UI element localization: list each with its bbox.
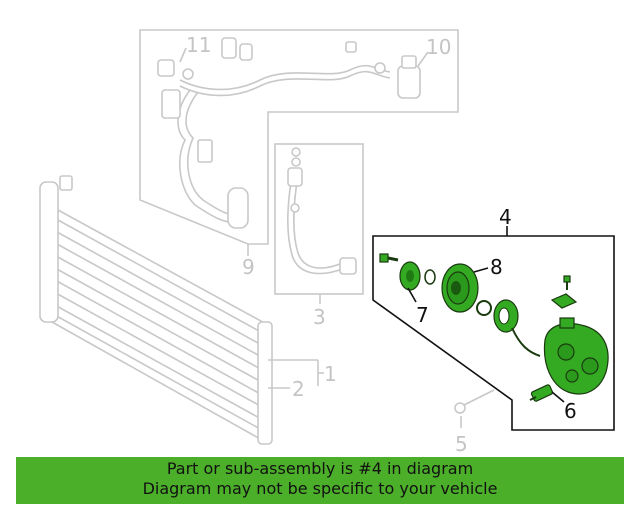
banner-line-1: Part or sub-assembly is #4 in diagram (166, 459, 474, 478)
banner-line-2: Diagram may not be specific to your vehi… (142, 479, 498, 498)
callout-6: 6 (564, 399, 577, 423)
callout-4: 4 (499, 205, 512, 229)
clutch-coil (476, 299, 541, 357)
compressor-body (543, 317, 609, 395)
pulley-part-8 (441, 263, 489, 313)
hose-group-9-box (139, 29, 459, 256)
hose-group-3-box (274, 143, 364, 304)
callout-8: 8 (490, 255, 503, 279)
condenser (39, 175, 324, 445)
callout-10: 10 (426, 35, 451, 59)
callout-11: 11 (186, 33, 211, 57)
callout-7: 7 (416, 303, 429, 327)
compressor-bracket (550, 275, 578, 309)
callout-9: 9 (242, 255, 255, 279)
callout-3: 3 (313, 305, 326, 329)
clutch-hub-part-7 (399, 261, 436, 303)
callout-5: 5 (455, 432, 468, 456)
compressor-bolt (379, 253, 399, 263)
part-info-banner: Part or sub-assembly is #4 in diagram Di… (16, 457, 624, 504)
relief-valve-part-6 (529, 384, 565, 403)
callout-2: 2 (292, 377, 305, 401)
callout-1: 1 (324, 362, 337, 386)
bolt-part-5 (454, 389, 495, 428)
